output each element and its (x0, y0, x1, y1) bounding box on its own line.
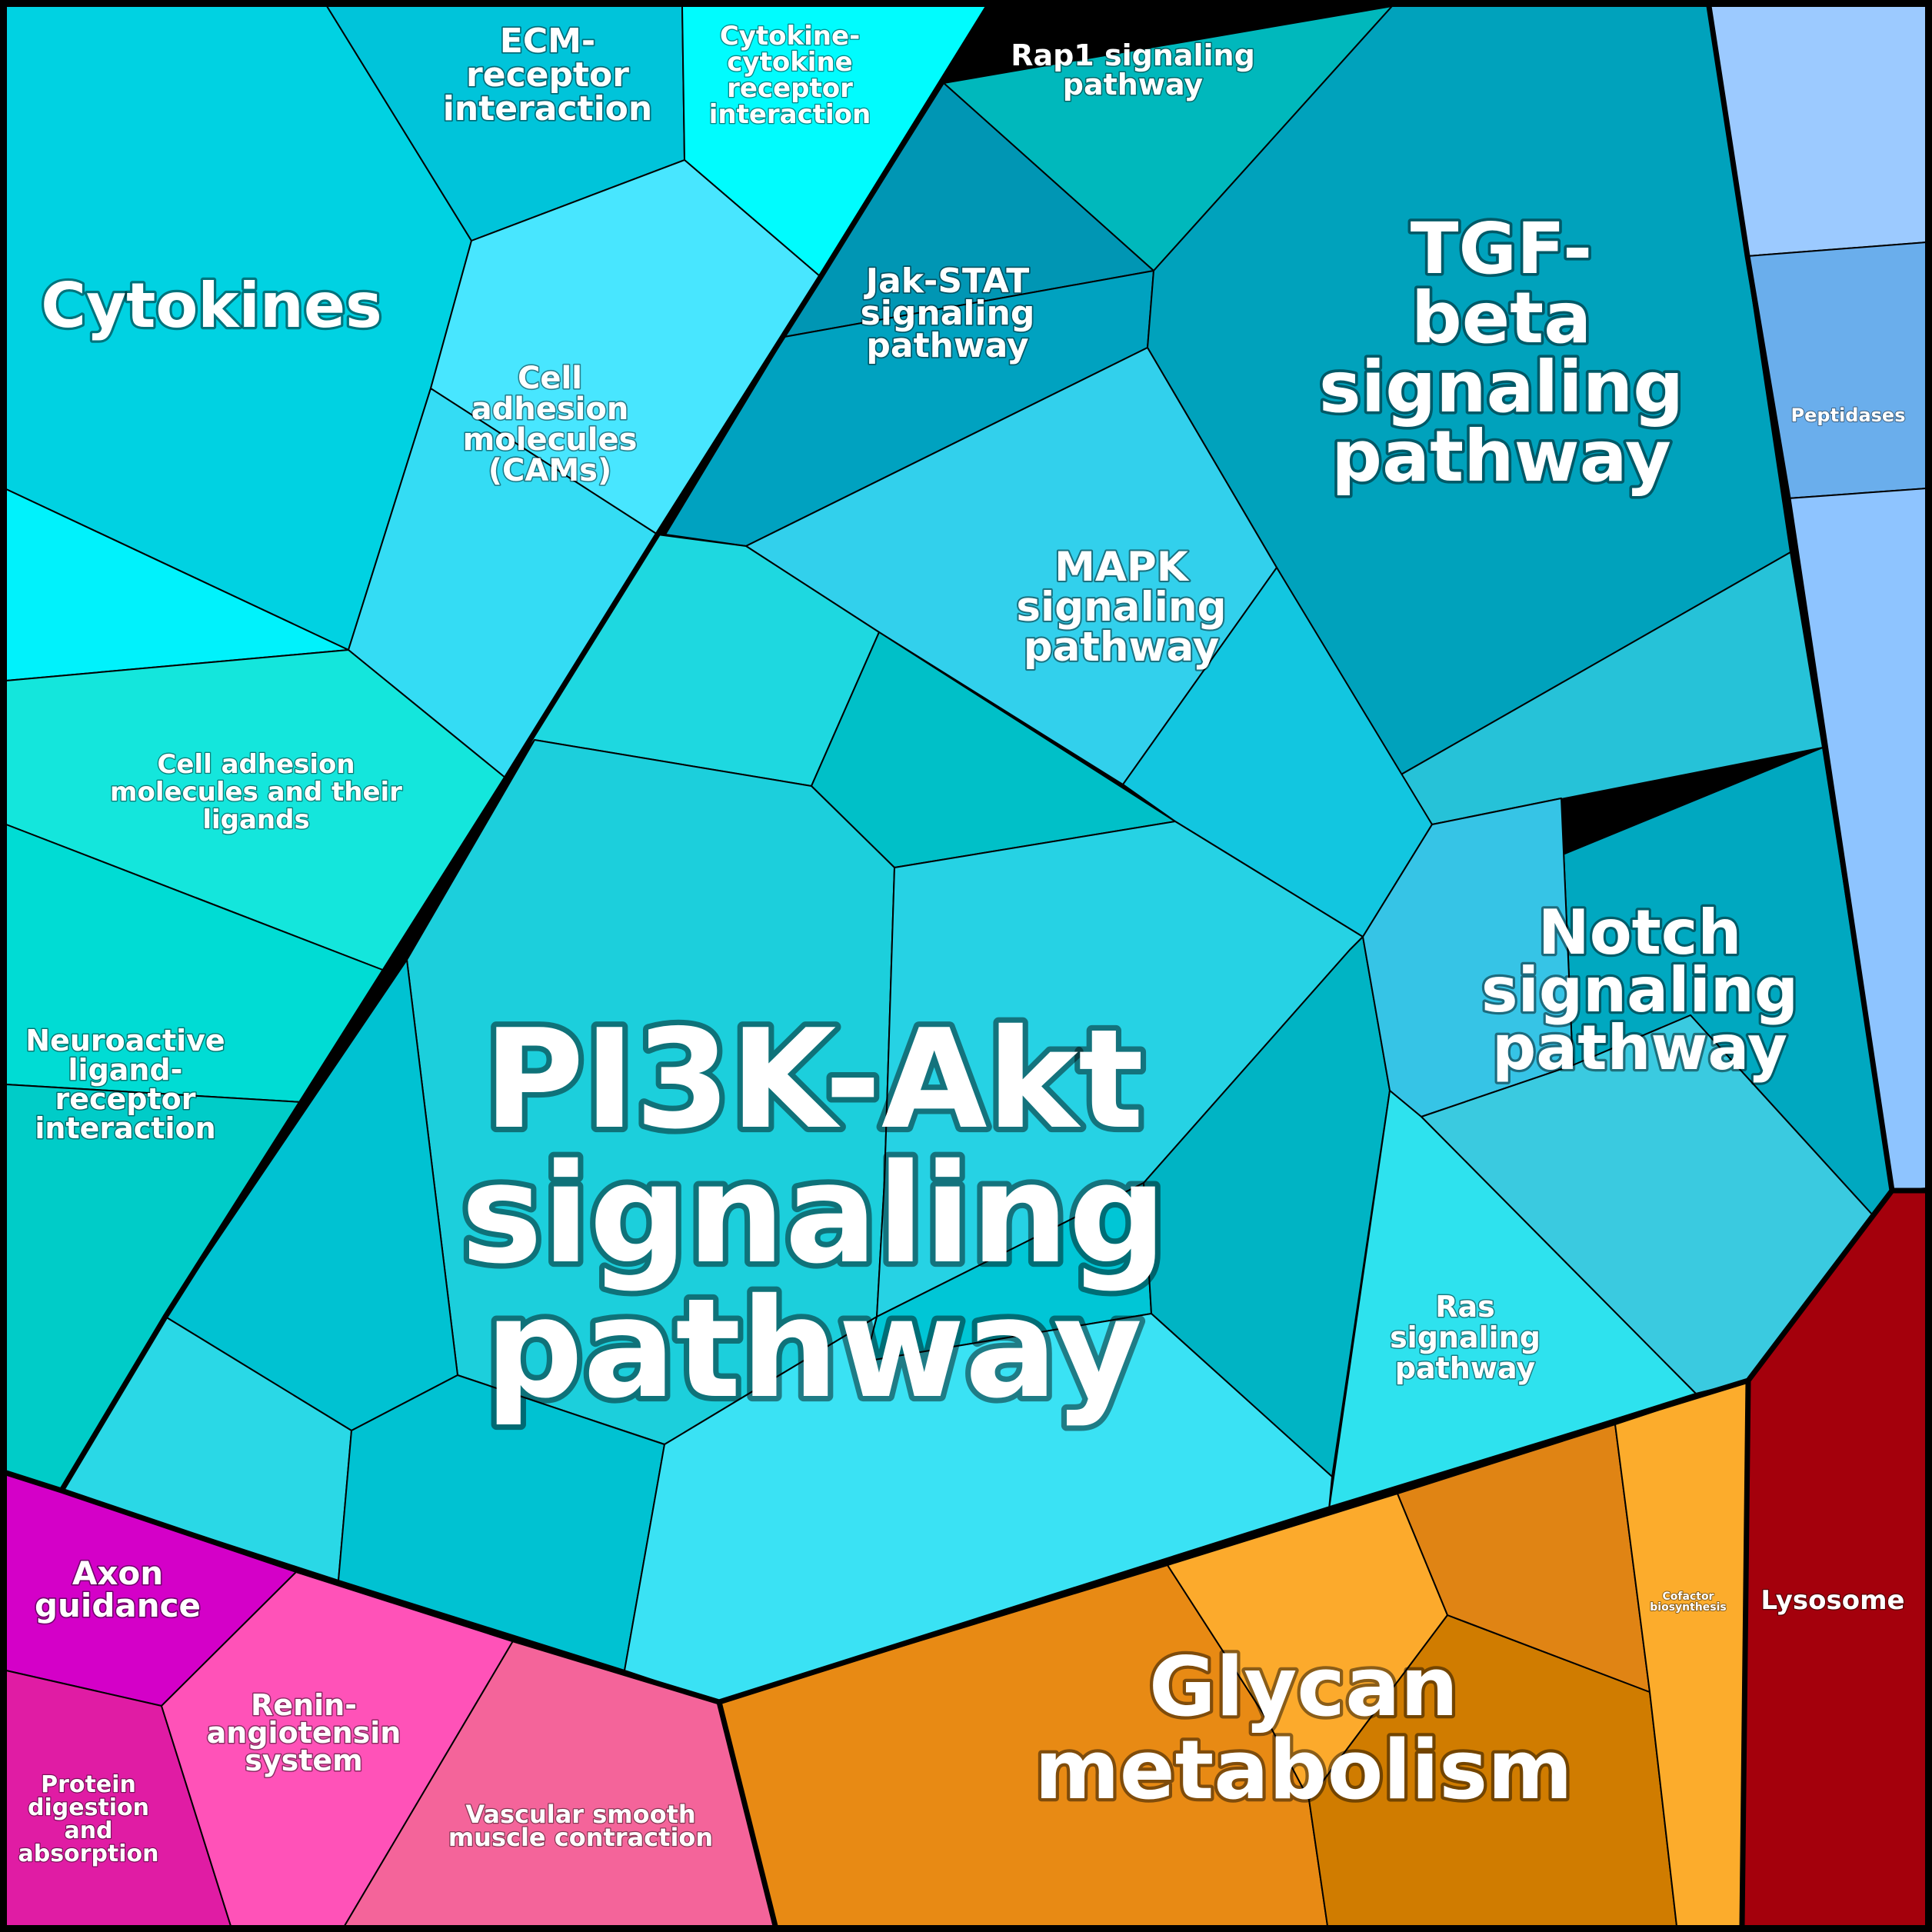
notch-label-line: Notch (1538, 897, 1742, 968)
peptidases-label: Peptidases (1791, 405, 1906, 426)
cell-adhesion-ligands-label-line: Cell adhesion (157, 749, 355, 780)
peptidases-label-line: Peptidases (1791, 405, 1906, 426)
cams-label-line: Cell (518, 361, 582, 396)
tgf-label-line: pathway (1331, 415, 1671, 498)
ras-label-line: signaling (1390, 1321, 1541, 1354)
rap1-label-line: pathway (1063, 68, 1204, 102)
tgf-label-line: beta (1411, 277, 1591, 359)
rap1-label-line: Rap1 signaling (1011, 38, 1255, 72)
ecm-label-line: receptor (466, 55, 629, 95)
ras-label-line: pathway (1395, 1351, 1536, 1385)
protein-digestion-label-line: and (64, 1817, 112, 1844)
axon-label-line: Axon (72, 1554, 163, 1592)
cofactor-label-line: Cofactor (1663, 1591, 1714, 1603)
axon-label-line: guidance (35, 1587, 201, 1624)
jak-label-line: Jak-STAT (864, 261, 1030, 301)
pi3k-label-line: signaling (461, 1134, 1166, 1294)
lysosome-border (1739, 1380, 1751, 1927)
cams-label-line: (CAMs) (488, 453, 612, 488)
peptidases-group-border (1706, 5, 1895, 1191)
renin-label-line: Renin- (251, 1688, 357, 1722)
lysosome-label: Lysosome (1760, 1585, 1904, 1616)
cytokine-cytokine-label-line: cytokine (727, 47, 852, 78)
jak-label-line: pathway (866, 326, 1028, 365)
renin-label-line: system (245, 1744, 363, 1777)
vascular-label-line: Vascular smooth (465, 1800, 695, 1829)
cytokine-cytokine-label-line: receptor (727, 73, 853, 104)
neuroactive-label-line: Neuroactive (25, 1024, 225, 1058)
glycan-label-line: metabolism (1034, 1723, 1572, 1817)
neuroactive-label-line: ligand- (68, 1053, 183, 1087)
tgf-label-line: signaling (1319, 346, 1684, 428)
protein-digestion-label-line: digestion (28, 1794, 149, 1821)
cytokines-label: Cytokines (41, 270, 382, 341)
cofactor-label-line: biosynthesis (1650, 1601, 1726, 1614)
vascular-label-line: muscle contraction (448, 1823, 713, 1852)
mapk-label-line: signaling (1016, 584, 1226, 631)
tgf-label-line: TGF- (1411, 208, 1592, 290)
cams-label-line: adhesion (471, 391, 629, 427)
lysosome-label-line: Lysosome (1760, 1585, 1904, 1616)
neuroactive-label-line: receptor (55, 1082, 195, 1116)
glycan-label-line: Glycan (1149, 1640, 1458, 1734)
mapk-label-line: MAPK (1054, 544, 1190, 591)
ras-label-line: Ras (1435, 1290, 1495, 1324)
neuroactive-label-line: interaction (35, 1111, 215, 1145)
cytokine-cytokine-label-line: Cytokine- (720, 21, 860, 52)
cell-adhesion-ligands-label-line: ligands (202, 804, 309, 835)
signaling-group-border (58, 5, 991, 1492)
notch-label-line: signaling (1481, 954, 1798, 1026)
jak-label-line: signaling (861, 294, 1035, 333)
pink-group-border (716, 1701, 778, 1927)
mapk-label-line: pathway (1024, 624, 1219, 671)
ras-cell (1328, 1090, 1697, 1510)
protein-digestion-label-line: absorption (18, 1840, 158, 1867)
cams-label-line: molecules (463, 422, 638, 458)
ecm-label-line: ECM- (500, 22, 595, 61)
protein-digestion-label-line: Protein (41, 1771, 136, 1798)
ecm-label-line: interaction (443, 89, 652, 128)
pi3k-label-line: PI3K-Akt (484, 1000, 1144, 1159)
cytokine-cytokine-label-line: interaction (709, 99, 871, 130)
pi3k-label-line: pathway (485, 1269, 1142, 1428)
renin-label-line: angiotensin (207, 1716, 401, 1750)
cytokines-label-line: Cytokines (41, 270, 382, 341)
cell-adhesion-ligands-label-line: molecules and their (110, 777, 402, 808)
notch-label-line: pathway (1492, 1012, 1787, 1084)
